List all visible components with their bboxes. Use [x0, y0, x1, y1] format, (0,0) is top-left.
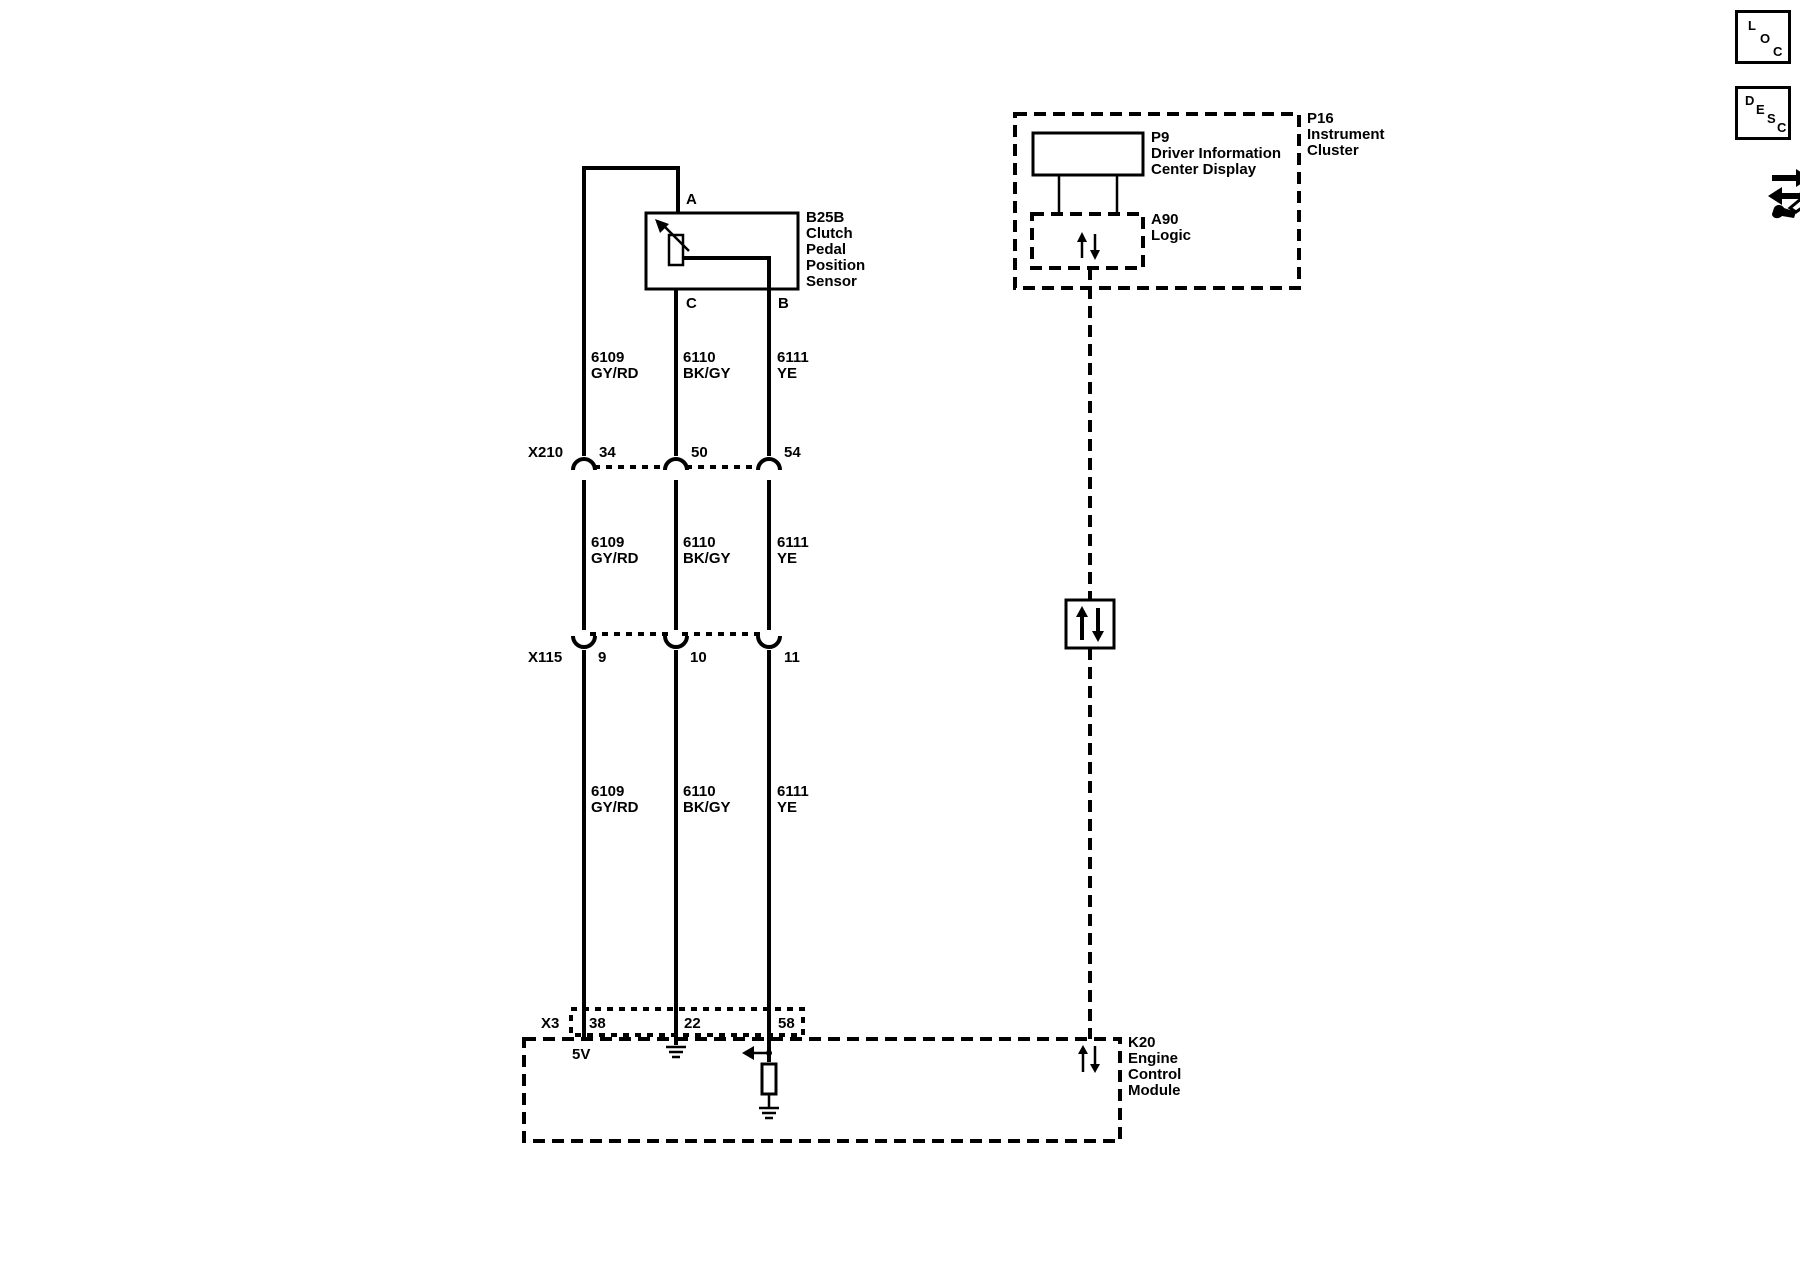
- k20-name-line3: Module: [1128, 1082, 1181, 1099]
- b25b-name-line2: Pedal: [806, 241, 846, 258]
- signal-arrow-icon: [742, 1046, 754, 1060]
- b25b-sensor: A C B B25B Clutch Pedal Position Sensor: [644, 191, 865, 312]
- p16-name-line2: Cluster: [1307, 142, 1359, 159]
- x115-pin-10-symbol: [663, 635, 689, 649]
- wiper-arrow-icon: [655, 219, 669, 233]
- wire-6109: [582, 166, 680, 1040]
- serial-data-box: [1064, 598, 1116, 650]
- potentiometer-resistor: [667, 233, 685, 267]
- wire-6111: [683, 256, 771, 1062]
- wire-6110-circuit-middle: 6110: [683, 534, 716, 551]
- x3-id: X3: [541, 1015, 559, 1032]
- loc-letter-o: O: [1760, 31, 1771, 46]
- wire-6111-color-lower: YE: [777, 799, 797, 816]
- x210-pin-54-symbol: [756, 457, 782, 471]
- x210-id: X210: [528, 444, 563, 461]
- wire-6109-color-lower: GY/RD: [591, 799, 639, 816]
- p9-id: P9: [1151, 129, 1169, 146]
- p16-id: P16: [1307, 110, 1334, 127]
- x115-id: X115: [528, 649, 562, 666]
- p9-display: [1031, 131, 1145, 177]
- x115-pin-11-label: 11: [784, 649, 800, 666]
- connector-x115: X115 9 10 11: [528, 632, 800, 666]
- wire-6110-color-lower: BK/GY: [683, 799, 731, 816]
- ground-icon: [666, 1045, 686, 1059]
- a90-id: A90: [1151, 211, 1179, 228]
- connector-x210: X210 34 50 54: [528, 444, 801, 471]
- data-exchange-icon: [1076, 606, 1104, 642]
- wire-6110-circuit-upper: 6110: [683, 349, 716, 366]
- x210-pin-54-label: 54: [784, 444, 801, 461]
- wire-6110-circuit-lower: 6110: [683, 783, 716, 800]
- b25b-id: B25B: [806, 209, 845, 226]
- wire-6111-circuit-middle: 6111: [777, 534, 809, 551]
- x3-outline: [569, 1007, 805, 1037]
- p16-outline: [1013, 112, 1301, 290]
- wire-6111-circuit-lower: 6111: [777, 783, 809, 800]
- wire-6110-color-middle: BK/GY: [683, 550, 731, 567]
- p9-name-line1: Driver Information: [1151, 145, 1281, 162]
- wire-6111-circuit-upper: 6111: [777, 349, 809, 366]
- wire-6110-color-upper: BK/GY: [683, 365, 731, 382]
- loc-letter-c: C: [1773, 44, 1783, 59]
- wire-6109-circuit-upper: 6109: [591, 349, 624, 366]
- k20-name-line1: Engine: [1128, 1050, 1178, 1067]
- wire-6111-color-upper: YE: [777, 365, 797, 382]
- a90-name-line1: Logic: [1151, 227, 1191, 244]
- k20-outline: [522, 1037, 1122, 1143]
- p9-name-line2: Center Display: [1151, 161, 1257, 178]
- x210-pin-34-label: 34: [599, 444, 616, 461]
- data-exchange-icon: [1078, 1045, 1100, 1073]
- b25b-name-line3: Position: [806, 257, 865, 274]
- wire-6109-circuit-lower: 6109: [591, 783, 624, 800]
- ground-icon: [759, 1106, 779, 1120]
- x210-pin-34-symbol: [571, 457, 597, 471]
- k20-module: 5V K20 Engine Control Module: [522, 1034, 1181, 1143]
- a90-logic: [1030, 212, 1145, 270]
- loc-letter-l: L: [1748, 18, 1756, 33]
- x115-pin-11-symbol: [756, 635, 782, 649]
- x3-pin-58-label: 58: [778, 1015, 795, 1032]
- x115-pin-9-symbol: [571, 635, 597, 649]
- k20-5v-label: 5V: [572, 1046, 590, 1063]
- p16-instrument-cluster: P16 Instrument Cluster P9 Driver Informa…: [1013, 110, 1385, 290]
- desc-letter-e: E: [1756, 102, 1765, 117]
- serial-data-line: [1064, 268, 1116, 1039]
- b25b-name-line4: Sensor: [806, 273, 857, 290]
- connector-x3: X3 38 22 58: [541, 1007, 805, 1037]
- b25b-body: [644, 211, 800, 291]
- b25b-name-line1: Clutch: [806, 225, 853, 242]
- desc-letter-s: S: [1767, 111, 1776, 126]
- data-exchange-icon: [1077, 232, 1100, 260]
- pulldown-resistor: [760, 1062, 778, 1096]
- wire-6109-color-upper: GY/RD: [591, 365, 639, 382]
- desc-letter-c: C: [1777, 120, 1787, 135]
- x115-pin-10-label: 10: [690, 649, 707, 666]
- desc-button[interactable]: D E S C: [1735, 86, 1791, 140]
- k20-name-line2: Control: [1128, 1066, 1181, 1083]
- pin-b-label: B: [778, 295, 789, 312]
- pin-a-label: A: [686, 191, 697, 208]
- k20-id: K20: [1128, 1034, 1156, 1051]
- wire-6111-color-middle: YE: [777, 550, 797, 567]
- x3-pin-22-label: 22: [684, 1015, 701, 1032]
- potentiometer-wiper: [661, 223, 690, 252]
- x115-pin-9-label: 9: [598, 649, 606, 666]
- loc-button[interactable]: L O C: [1735, 10, 1791, 64]
- wire-6109-color-middle: GY/RD: [591, 550, 639, 567]
- x3-pin-38-label: 38: [589, 1015, 606, 1032]
- x210-pin-50-label: 50: [691, 444, 708, 461]
- p16-name-line1: Instrument: [1307, 126, 1385, 143]
- tools-icon[interactable]: [1766, 162, 1800, 222]
- desc-letter-d: D: [1745, 93, 1755, 108]
- x210-pin-50-symbol: [663, 457, 689, 471]
- wire-6109-circuit-middle: 6109: [591, 534, 624, 551]
- pin-c-label: C: [686, 295, 697, 312]
